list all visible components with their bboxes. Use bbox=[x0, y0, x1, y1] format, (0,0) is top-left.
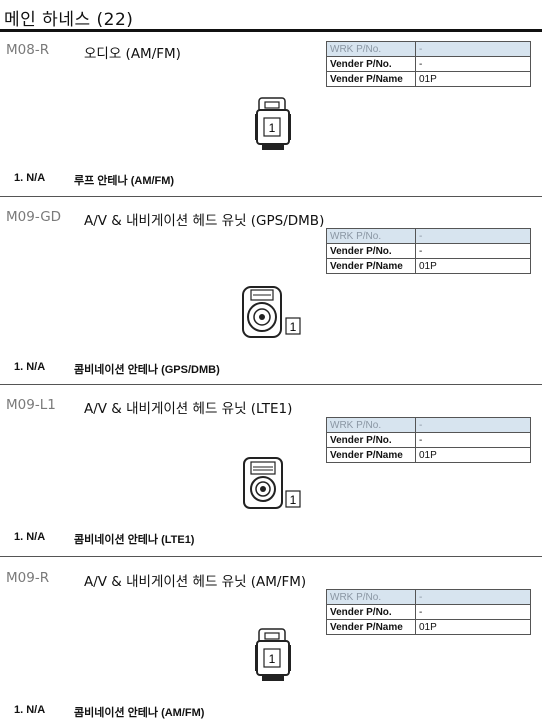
connector-diagram: 1 bbox=[242, 286, 301, 338]
wrk-label: WRK P/No. bbox=[326, 589, 416, 605]
wrk-value: - bbox=[415, 589, 531, 605]
vender-pname-value: 01P bbox=[415, 447, 531, 463]
vender-pno-value: - bbox=[415, 56, 531, 72]
pin-number: 1. N/A bbox=[14, 172, 46, 184]
connector-diagram: 1 bbox=[243, 457, 301, 509]
connector-name: A/V & 내비게이션 헤드 유닛 (GPS/DMB) bbox=[84, 213, 325, 229]
wrk-value: - bbox=[415, 417, 531, 433]
vender-pname-value: 01P bbox=[415, 258, 531, 274]
pin-number-label: 1 bbox=[290, 320, 297, 334]
pin-description: 루프 안테나 (AM/FM) bbox=[74, 175, 175, 187]
vender-pname-value: 01P bbox=[415, 71, 531, 87]
pin-description: 콤비네이션 안테나 (LTE1) bbox=[74, 534, 195, 546]
connector-code: M08-R bbox=[6, 42, 50, 58]
vender-pno-value: - bbox=[415, 243, 531, 259]
pin-number-label: 1 bbox=[269, 652, 276, 666]
connector-code: M09-L1 bbox=[6, 397, 56, 413]
section-divider bbox=[0, 384, 542, 385]
connector-code: M09-GD bbox=[6, 209, 62, 225]
pin-number-label: 1 bbox=[290, 493, 297, 507]
vender-pno-label: Vender P/No. bbox=[326, 432, 416, 448]
vender-pname-value: 01P bbox=[415, 619, 531, 635]
connector-name: A/V & 내비게이션 헤드 유닛 (LTE1) bbox=[84, 401, 293, 417]
section-divider bbox=[0, 196, 542, 197]
pin-number: 1. N/A bbox=[14, 704, 46, 716]
vender-pname-label: Vender P/Name bbox=[326, 447, 416, 463]
vender-pno-value: - bbox=[415, 432, 531, 448]
pin-number: 1. N/A bbox=[14, 531, 46, 543]
vender-pname-label: Vender P/Name bbox=[326, 619, 416, 635]
wrk-value: - bbox=[415, 41, 531, 57]
connector-section-m09-l1: M09-L1 A/V & 내비게이션 헤드 유닛 (LTE1) WRK P/No… bbox=[0, 385, 542, 555]
pin-number: 1. N/A bbox=[14, 361, 46, 373]
vender-pname-label: Vender P/Name bbox=[326, 71, 416, 87]
vender-pno-label: Vender P/No. bbox=[326, 56, 416, 72]
vender-pno-label: Vender P/No. bbox=[326, 604, 416, 620]
connector-name: A/V & 내비게이션 헤드 유닛 (AM/FM) bbox=[84, 574, 307, 590]
wrk-label: WRK P/No. bbox=[326, 417, 416, 433]
wrk-value: - bbox=[415, 228, 531, 244]
vender-pname-label: Vender P/Name bbox=[326, 258, 416, 274]
header-rule bbox=[0, 29, 542, 32]
wrk-label: WRK P/No. bbox=[326, 41, 416, 57]
pin-description: 콤비네이션 안테나 (AM/FM) bbox=[74, 707, 205, 719]
section-divider bbox=[0, 556, 542, 557]
connector-section-m08-r: M08-R 오디오 (AM/FM) WRK P/No.- Vender P/No… bbox=[0, 32, 542, 196]
pin-description: 콤비네이션 안테나 (GPS/DMB) bbox=[74, 364, 220, 376]
vender-pno-value: - bbox=[415, 604, 531, 620]
pin-number-label: 1 bbox=[269, 121, 276, 135]
connector-name: 오디오 (AM/FM) bbox=[84, 46, 181, 62]
wrk-label: WRK P/No. bbox=[326, 228, 416, 244]
vender-pno-label: Vender P/No. bbox=[326, 243, 416, 259]
page-title: 메인 하네스 (22) bbox=[4, 10, 134, 30]
connector-diagram: 1 bbox=[255, 628, 291, 681]
connector-section-m09-r: M09-R A/V & 내비게이션 헤드 유닛 (AM/FM) WRK P/No… bbox=[0, 557, 542, 722]
connector-code: M09-R bbox=[6, 570, 50, 586]
connector-diagram: 1 bbox=[255, 97, 291, 150]
page-header: 메인 하네스 (22) bbox=[0, 0, 542, 32]
connector-section-m09-gd: M09-GD A/V & 내비게이션 헤드 유닛 (GPS/DMB) WRK P… bbox=[0, 197, 542, 383]
